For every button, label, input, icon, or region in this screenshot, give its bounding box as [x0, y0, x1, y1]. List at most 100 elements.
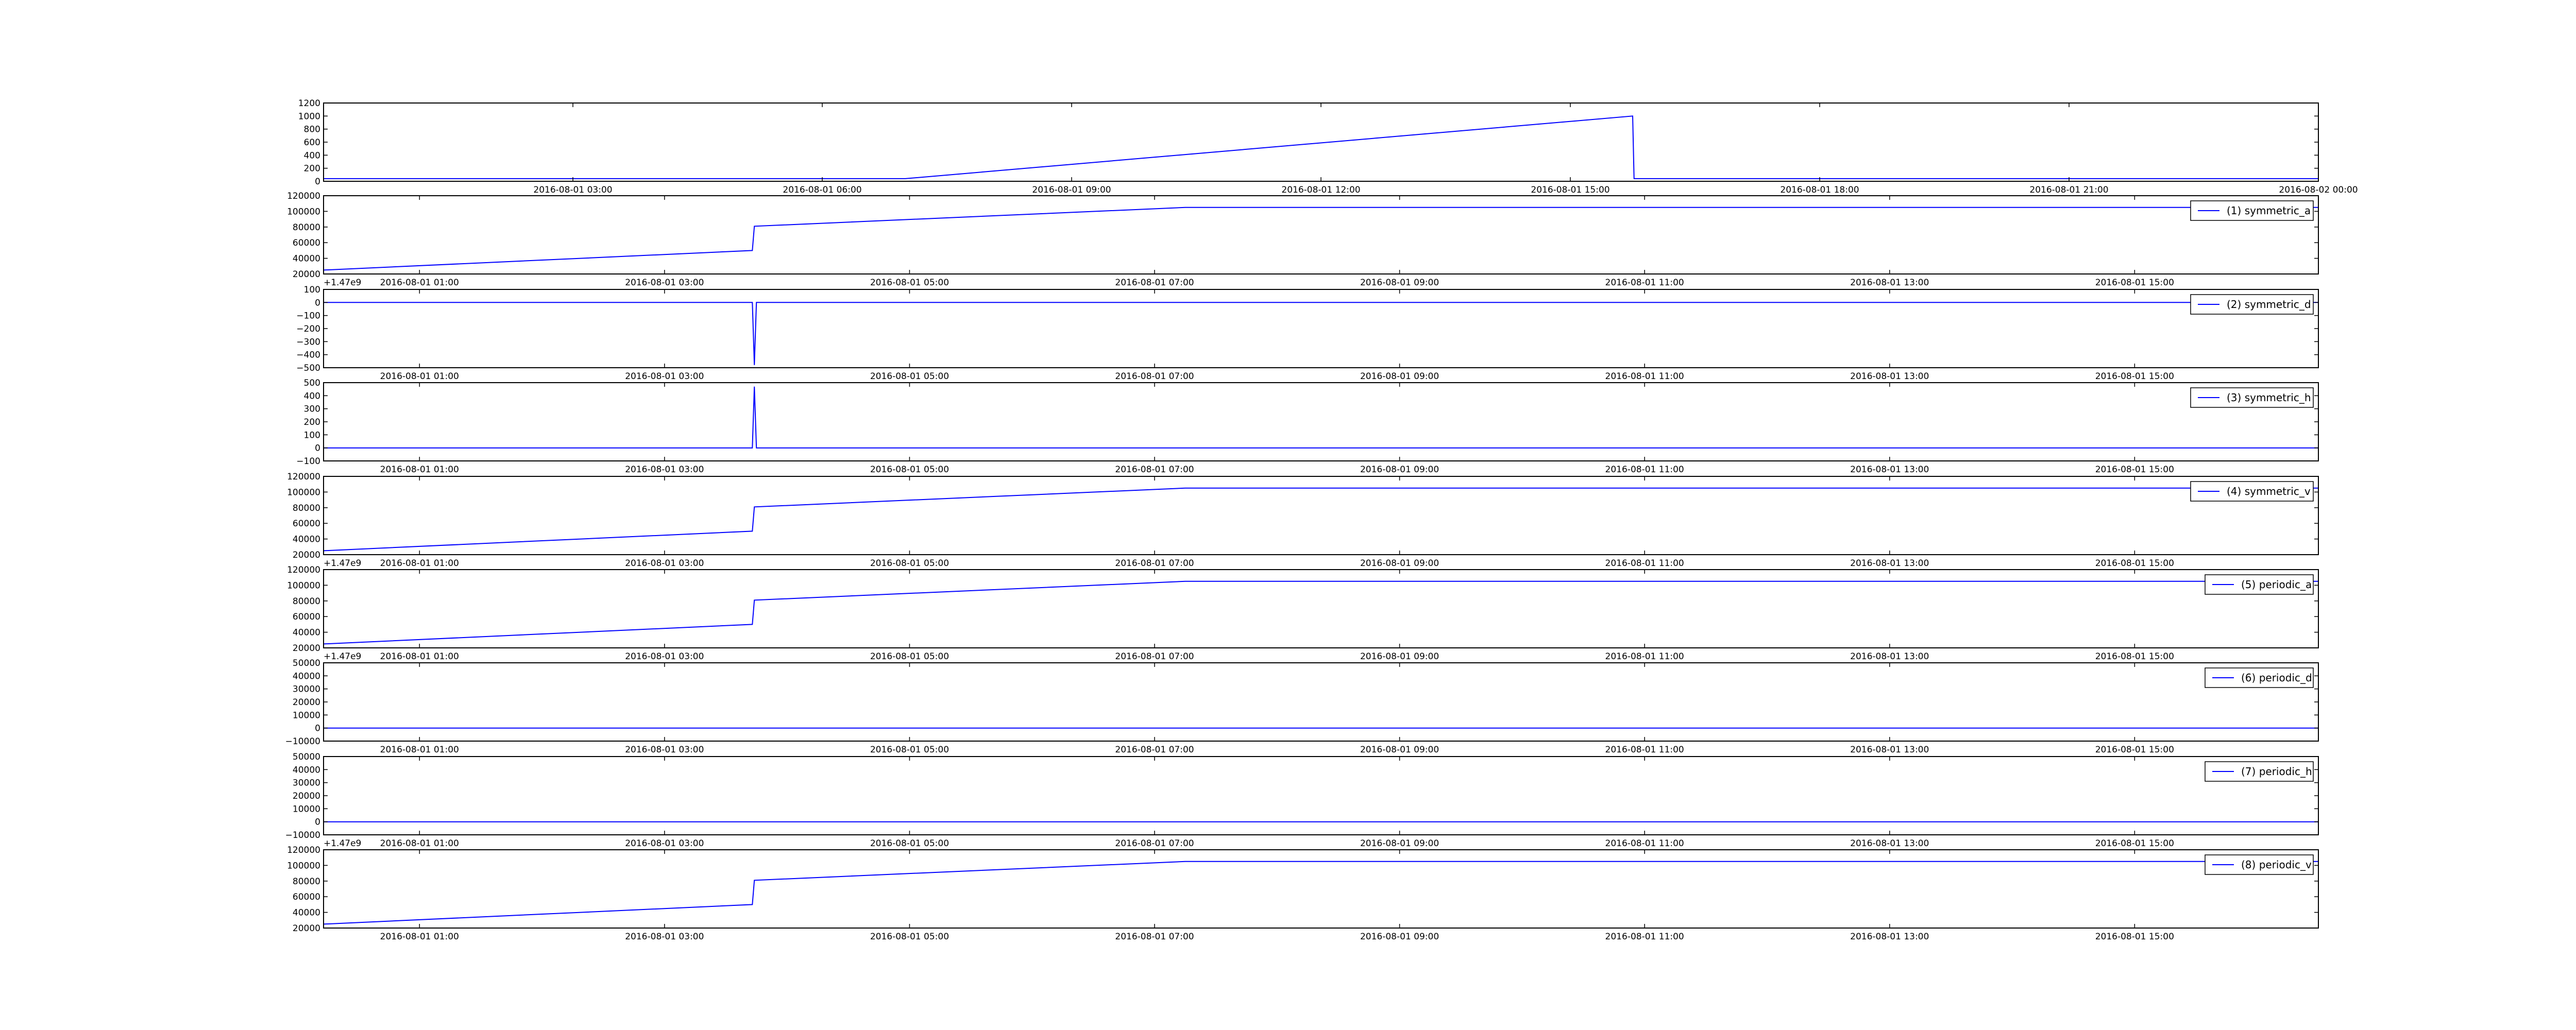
legend: (3) symmetric_h	[2190, 387, 2314, 408]
x-offset-label: +1.47e9	[324, 651, 361, 662]
series-line	[323, 207, 2318, 271]
series-line	[324, 386, 2318, 449]
y-tick-label: 100	[304, 430, 320, 440]
legend-label: (7) periodic_h	[2241, 765, 2312, 778]
axes-frame	[323, 662, 2319, 742]
y-tick-label: 300	[304, 404, 320, 415]
x-tick-label: 2016-08-01 13:00	[1850, 371, 1929, 382]
y-tick-label: 0	[315, 177, 320, 187]
x-tick-label: 2016-08-01 09:00	[1360, 465, 1439, 475]
y-tick-label: 10000	[293, 804, 320, 814]
y-tick-label: 50000	[293, 752, 320, 762]
x-tick-label: 2016-08-01 15:00	[2095, 558, 2174, 569]
y-tick-label: 100000	[287, 861, 320, 871]
x-tick-label: 2016-08-01 13:00	[1850, 651, 1929, 662]
x-tick-label: 2016-08-01 11:00	[1605, 932, 1684, 942]
y-tick-label: 120000	[287, 191, 320, 201]
y-tick-label: 60000	[293, 519, 320, 529]
y-tick-label: 0	[315, 817, 320, 828]
x-tick-label: 2016-08-01 01:00	[380, 745, 459, 755]
legend: (4) symmetric_v	[2190, 481, 2314, 502]
x-tick-label: 2016-08-01 11:00	[1605, 651, 1684, 662]
series-line	[323, 861, 2318, 925]
y-tick-label: 500	[304, 378, 320, 388]
y-tick-label: 40000	[293, 908, 320, 918]
x-tick-label: 2016-08-01 09:00	[1360, 932, 1439, 942]
y-tick-label: −200	[296, 324, 320, 334]
axes-frame	[323, 195, 2319, 274]
x-tick-label: 2016-08-01 03:00	[625, 558, 704, 569]
x-tick-label: 2016-08-01 07:00	[1115, 838, 1194, 849]
y-tick-label: 100000	[287, 580, 320, 591]
y-tick-label: 400	[304, 391, 320, 401]
subplot-7: −10000010000200003000040000500002016-08-…	[285, 658, 2319, 755]
y-tick-label: 600	[304, 138, 320, 148]
y-tick-label: 20000	[293, 791, 320, 801]
y-tick-label: 80000	[293, 503, 320, 513]
y-tick-label: 40000	[293, 628, 320, 638]
legend-label: (4) symmetric_v	[2227, 485, 2311, 497]
y-tick-label: 120000	[287, 472, 320, 482]
y-tick-label: 40000	[293, 671, 320, 681]
x-tick-label: 2016-08-01 11:00	[1605, 278, 1684, 288]
legend: (6) periodic_d	[2205, 667, 2314, 688]
y-tick-label: −300	[296, 337, 320, 347]
subplot-2: 200004000060000800001000001200002016-08-…	[287, 191, 2319, 288]
x-tick-label: 2016-08-01 09:00	[1032, 185, 1111, 195]
x-tick-label: 2016-08-01 01:00	[380, 371, 459, 382]
y-tick-label: −10000	[285, 830, 320, 840]
x-tick-label: 2016-08-01 05:00	[870, 558, 949, 569]
x-tick-label: 2016-08-01 13:00	[1850, 558, 1929, 569]
x-tick-label: 2016-08-01 11:00	[1605, 838, 1684, 849]
x-tick-label: 2016-08-01 13:00	[1850, 932, 1929, 942]
y-tick-label: 50000	[293, 658, 320, 668]
y-tick-label: 60000	[293, 892, 320, 902]
x-offset-label: +1.47e9	[324, 278, 361, 288]
x-tick-label: 2016-08-01 01:00	[380, 278, 459, 288]
x-tick-label: 2016-08-01 07:00	[1115, 651, 1194, 662]
x-tick-label: 2016-08-01 15:00	[1531, 185, 1609, 195]
x-tick-label: 2016-08-02 00:00	[2279, 185, 2358, 195]
x-tick-label: 2016-08-01 03:00	[625, 651, 704, 662]
y-tick-label: 40000	[293, 765, 320, 775]
x-tick-label: 2016-08-01 15:00	[2095, 465, 2174, 475]
x-tick-label: 2016-08-01 12:00	[1281, 185, 1360, 195]
y-tick-label: 80000	[293, 596, 320, 607]
y-tick-label: 20000	[293, 269, 320, 280]
x-tick-label: 2016-08-01 09:00	[1360, 838, 1439, 849]
x-tick-label: 2016-08-01 07:00	[1115, 932, 1194, 942]
y-tick-label: −100	[296, 456, 320, 467]
subplot-5: 200004000060000800001000001200002016-08-…	[287, 472, 2319, 569]
y-tick-label: 0	[315, 724, 320, 734]
x-tick-label: 2016-08-01 05:00	[870, 278, 949, 288]
x-tick-label: 2016-08-01 15:00	[2095, 838, 2174, 849]
axes-frame	[323, 569, 2319, 648]
legend: (5) periodic_a	[2205, 574, 2314, 595]
x-tick-label: 2016-08-01 05:00	[870, 745, 949, 755]
x-tick-label: 2016-08-01 03:00	[625, 371, 704, 382]
subplot-8: −10000010000200003000040000500002016-08-…	[285, 752, 2319, 849]
x-tick-label: 2016-08-01 09:00	[1360, 745, 1439, 755]
x-tick-label: 2016-08-01 01:00	[380, 651, 459, 662]
axes-frame	[323, 476, 2319, 555]
legend-label: (2) symmetric_d	[2227, 298, 2311, 311]
subplot-9: 200004000060000800001000001200002016-08-…	[287, 845, 2319, 942]
y-tick-label: 20000	[293, 923, 320, 934]
axes-frame	[323, 756, 2319, 835]
x-tick-label: 2016-08-01 11:00	[1605, 558, 1684, 569]
y-tick-label: 20000	[293, 550, 320, 560]
x-tick-label: 2016-08-01 11:00	[1605, 371, 1684, 382]
y-tick-label: 10000	[293, 710, 320, 720]
x-tick-label: 2016-08-01 07:00	[1115, 558, 1194, 569]
x-tick-label: 2016-08-01 01:00	[380, 558, 459, 569]
x-tick-label: 2016-08-01 05:00	[870, 465, 949, 475]
legend: (7) periodic_h	[2205, 761, 2314, 782]
x-tick-label: 2016-08-01 01:00	[380, 932, 459, 942]
x-tick-label: 2016-08-01 09:00	[1360, 651, 1439, 662]
y-tick-label: 100	[304, 285, 320, 295]
x-tick-label: 2016-08-01 03:00	[625, 745, 704, 755]
y-tick-label: 80000	[293, 222, 320, 233]
